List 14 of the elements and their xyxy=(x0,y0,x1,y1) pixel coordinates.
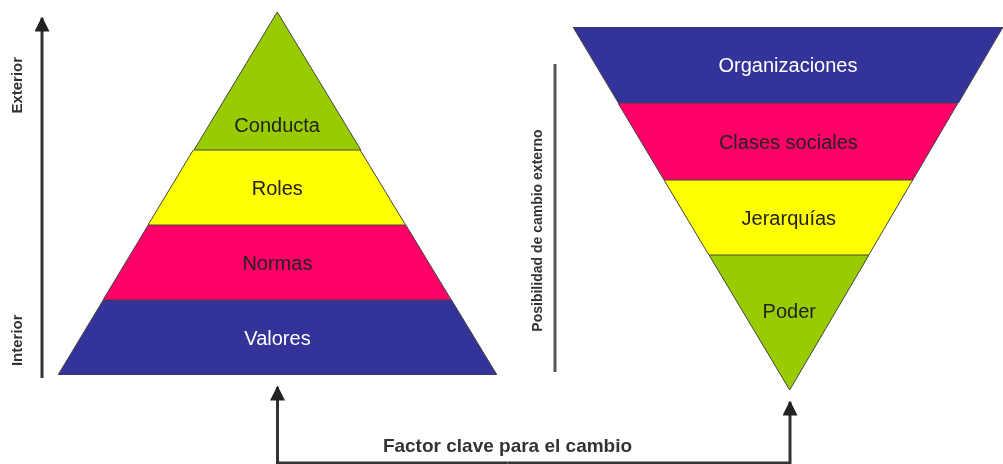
band-label: Clases sociales xyxy=(718,129,858,155)
band-label: Valores xyxy=(244,325,311,351)
arrow xyxy=(507,400,798,464)
axis-label: Posibilidad de cambio externo xyxy=(527,128,546,332)
axis-label: Interior xyxy=(6,314,26,366)
band-label: Organizaciones xyxy=(718,53,858,78)
band-label: Normas xyxy=(242,250,313,276)
band-label: Conducta xyxy=(234,113,320,138)
axis-label: Exterior xyxy=(6,56,26,114)
axis-title: Factor clave para el cambio xyxy=(382,433,633,458)
band-label: Poder xyxy=(762,298,816,324)
band-label: Roles xyxy=(251,175,303,201)
band-label: Jerarquías xyxy=(741,205,837,231)
arrow xyxy=(270,385,508,464)
